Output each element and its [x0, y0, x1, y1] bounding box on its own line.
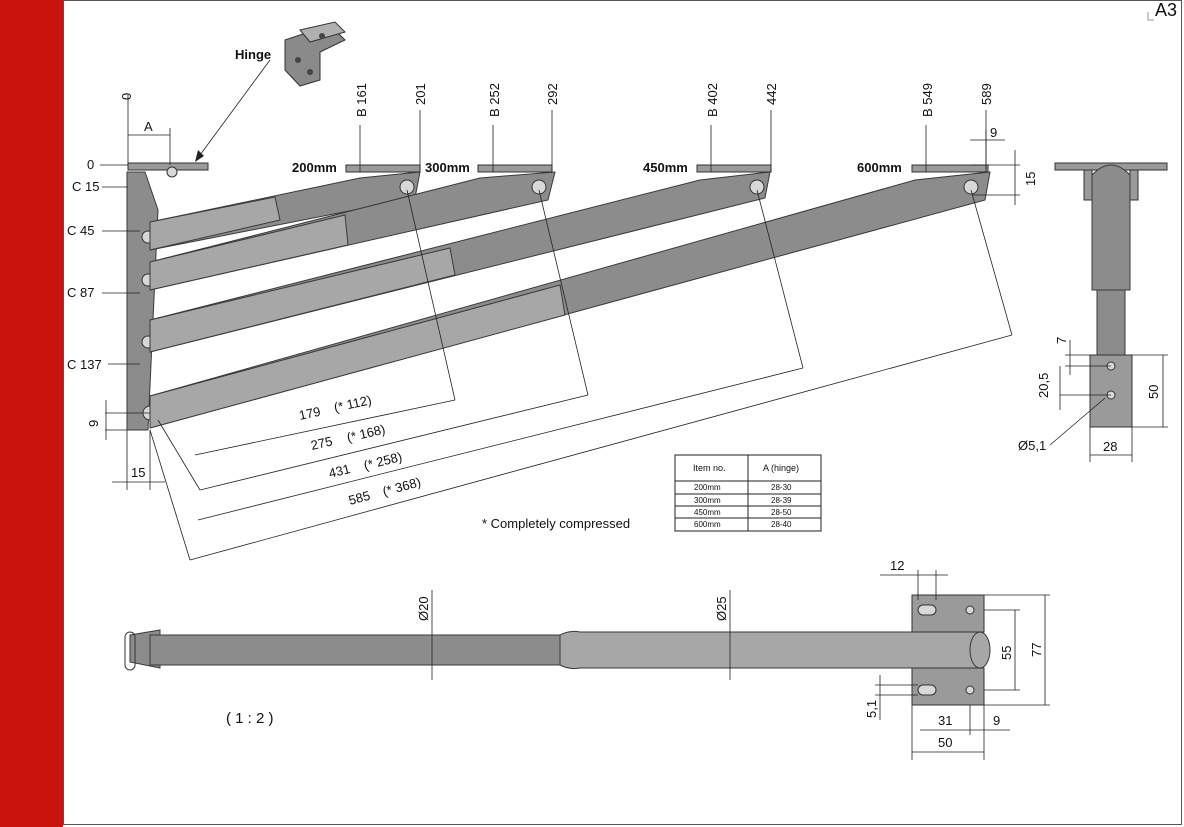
- arm-450mm: [149, 171, 771, 353]
- hole-200mm: [399, 179, 415, 195]
- table-row-1-item: 200mm: [694, 483, 721, 492]
- side-dim-7: 7: [1054, 337, 1069, 344]
- len-179-compressed: (* 112): [333, 392, 373, 415]
- c45-label: C 45: [67, 223, 94, 238]
- scale-label: ( 1 : 2 ): [226, 710, 274, 727]
- dim-77: 77: [1029, 643, 1044, 657]
- len-179: 179: [298, 404, 322, 423]
- arm-200mm: [149, 171, 421, 251]
- len-585-compressed: (* 368): [381, 474, 423, 499]
- table-row-2-a: 28-39: [771, 496, 792, 505]
- hinge-label: Hinge: [235, 47, 271, 62]
- side-dim-hole: Ø5,1: [1018, 438, 1046, 453]
- hole-600mm: [963, 179, 979, 195]
- b402-label: B 402: [705, 83, 720, 117]
- len-275-compressed: (* 168): [345, 422, 386, 445]
- red-margin-bar: [0, 0, 63, 827]
- variant-600mm-label: 600mm: [857, 160, 902, 175]
- dim-12: 12: [890, 558, 904, 573]
- variant-labels-600: B 549 589 600mm: [857, 83, 994, 175]
- hinge-arrow: [195, 150, 204, 162]
- hinge-table: [674, 454, 822, 532]
- end201-label: 201: [413, 83, 428, 105]
- end589-label: 589: [979, 83, 994, 105]
- dim-a-lines: [127, 95, 171, 165]
- sheet-corner-mark: [1147, 12, 1154, 21]
- table-row-1-a: 28-30: [771, 483, 792, 492]
- table-row-4-a: 28-40: [771, 520, 792, 529]
- side-dim-50: 50: [1146, 385, 1161, 399]
- bottom-view: [124, 570, 1050, 760]
- hinge-leader: [199, 59, 271, 156]
- len-431-compressed: (* 258): [362, 449, 404, 473]
- plate-450mm: [696, 164, 772, 173]
- hinge-illustration: [284, 21, 346, 87]
- arm-300mm: [149, 171, 556, 291]
- dia-20: Ø20: [416, 596, 431, 621]
- side-dim-28: 28: [1103, 439, 1117, 454]
- plate-600mm: [911, 164, 989, 173]
- zero-vertical: 0: [119, 93, 134, 100]
- dim-55: 55: [999, 646, 1014, 660]
- end-dim-9: 9: [990, 125, 997, 140]
- table-header-item: Item no.: [693, 463, 726, 473]
- end442-label: 442: [764, 83, 779, 105]
- zero-horizontal: 0: [87, 157, 94, 172]
- table-row-3-item: 450mm: [694, 508, 721, 517]
- dim-15-left: 15: [131, 465, 145, 480]
- dim-15-lines: [112, 430, 165, 490]
- len-275: 275: [309, 433, 334, 452]
- table-header-a: A (hinge): [763, 463, 799, 473]
- c87-label: C 87: [67, 285, 94, 300]
- table-row-2-item: 300mm: [694, 496, 721, 505]
- b549-label: B 549: [920, 83, 935, 117]
- len-585: 585: [347, 488, 372, 508]
- dim-31: 31: [938, 713, 952, 728]
- side-view: [1049, 162, 1168, 462]
- variant-200mm-label: 200mm: [292, 160, 337, 175]
- dim-5-1: 5,1: [864, 700, 879, 718]
- end-dim-lines: [970, 130, 1020, 205]
- len-431: 431: [327, 461, 352, 481]
- compressed-note: * Completely compressed: [482, 516, 630, 531]
- hole-300mm: [531, 179, 547, 195]
- dim-9-left: 9: [86, 420, 101, 427]
- hole-450mm: [749, 179, 765, 195]
- dim-a: A: [144, 119, 153, 134]
- c137-label: C 137: [67, 357, 102, 372]
- arm-600mm: [149, 171, 991, 429]
- end-dim-15: 15: [1023, 172, 1038, 186]
- b252-label: B 252: [487, 83, 502, 117]
- c15-label: C 15: [72, 179, 99, 194]
- hinge-pin: [166, 166, 178, 178]
- dia-25: Ø25: [714, 596, 729, 621]
- variant-labels-450: B 402 442 450mm: [643, 83, 779, 175]
- variant-labels-300: B 252 292 300mm: [425, 83, 560, 175]
- variant-450mm-label: 450mm: [643, 160, 688, 175]
- table-row-4-item: 600mm: [694, 520, 721, 529]
- end292-label: 292: [545, 83, 560, 105]
- drawing-frame: [63, 0, 1182, 825]
- sheet-size-label: A3: [1155, 0, 1177, 20]
- b161-label: B 161: [354, 83, 369, 117]
- dim-50-bottom: 50: [938, 735, 952, 750]
- dim-9-bottom: 9: [993, 713, 1000, 728]
- vertical-mount: [126, 171, 159, 431]
- dim-9-lines: [105, 400, 150, 440]
- side-dim-20-5: 20,5: [1036, 373, 1051, 398]
- length-dims: [149, 189, 1013, 561]
- plate-200mm: [345, 164, 421, 173]
- variant-300mm-label: 300mm: [425, 160, 470, 175]
- variant-labels-200: B 161 201 200mm: [292, 83, 428, 175]
- table-row-3-a: 28-50: [771, 508, 792, 517]
- plate-300mm: [477, 164, 553, 173]
